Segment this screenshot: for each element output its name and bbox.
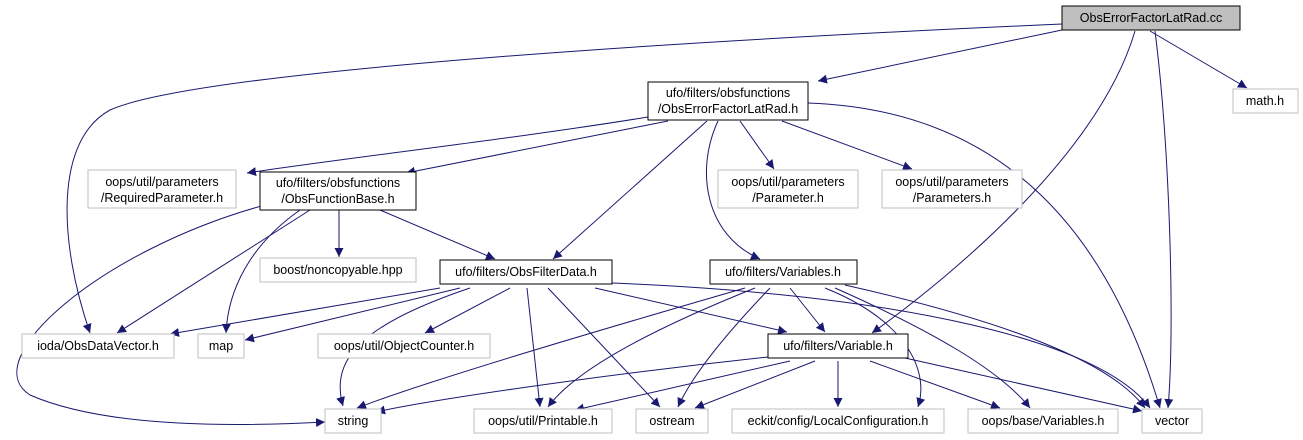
node-reqparam-line-2: /RequiredParameter.h [101,191,223,205]
node-root-line-1: ObsErrorFactorLatRad.cc [1080,11,1222,25]
node-math[interactable]: math.h [1232,88,1299,114]
file-nodes: ObsErrorFactorLatRad.cc ufo/filters/obsf… [21,5,1299,434]
node-string[interactable]: string [324,408,382,434]
edge-filterdata-to-vector [611,282,1151,409]
edge-filterdata-to-variable [594,287,788,335]
node-param[interactable]: oops/util/parameters /Parameter.h [717,169,859,209]
node-root[interactable]: ObsErrorFactorLatRad.cc [1061,5,1241,31]
edge-variable-to-basevars [869,360,1001,410]
node-vector-line-1: vector [1155,414,1189,428]
node-localconf[interactable]: eckit/config/LocalConfiguration.h [731,408,945,434]
edge-variables-to-ostream [677,287,771,408]
node-params[interactable]: oops/util/parameters /Parameters.h [881,169,1023,209]
edge-variables-to-vector [844,284,1146,409]
edge-variables-to-string [356,287,746,409]
edge-filterdata-to-printable [526,287,544,408]
node-variable[interactable]: ufo/filters/Variable.h [767,333,909,359]
node-ostream[interactable]: ostream [635,408,709,434]
node-params-line-1: oops/util/parameters [895,175,1008,189]
node-param-line-1: oops/util/parameters [731,175,844,189]
node-ostream-line-1: ostream [649,414,694,428]
node-noncopy[interactable]: boost/noncopyable.hpp [259,257,417,283]
node-string-line-1: string [338,414,369,428]
node-funcbase[interactable]: ufo/filters/obsfunctions /ObsFunctionBas… [259,171,417,211]
node-params-line-2: /Parameters.h [913,191,992,205]
node-variables-line-1: ufo/filters/Variables.h [725,265,841,279]
node-reqparam-line-1: oops/util/parameters [105,175,218,189]
edge-hdr-to-variables [706,120,761,260]
node-objcounter[interactable]: oops/util/ObjectCounter.h [317,333,491,359]
edge-variable-to-printable [574,360,791,413]
node-objcounter-line-1: oops/util/ObjectCounter.h [334,339,474,353]
edge-variable-to-string [375,356,769,415]
edge-root-to-hdr [817,29,1063,84]
node-map[interactable]: map [197,333,245,359]
node-funcbase-line-1: ufo/filters/obsfunctions [276,176,400,190]
edge-filterdata-to-iodavec [169,287,441,337]
node-hdr[interactable]: ufo/filters/obsfunctions /ObsErrorFactor… [647,81,809,121]
edge-funcbase-to-filterdata [379,209,496,260]
edge-variables-to-variable [789,287,826,333]
node-hdr-line-1: ufo/filters/obsfunctions [666,86,790,100]
node-variables[interactable]: ufo/filters/Variables.h [709,259,858,285]
edge-hdr-to-filterdata [552,120,708,260]
node-iodavec-line-1: ioda/ObsDataVector.h [37,339,159,353]
node-hdr-line-2: /ObsErrorFactorLatRad.h [658,102,798,116]
node-iodavec[interactable]: ioda/ObsDataVector.h [21,333,175,359]
node-map-line-1: map [209,339,233,353]
node-variable-line-1: ufo/filters/Variable.h [783,339,893,353]
edge-hdr-to-vector [807,102,1162,409]
edge-root-to-iodavec [66,23,1063,334]
edge-hdr-to-funcbase [405,120,669,176]
edge-filterdata-to-map [244,287,461,343]
edge-funcbase-to-string [16,204,326,427]
edge-filterdata-to-objcounter [424,287,511,334]
edge-hdr-to-params [781,120,913,171]
node-printable-line-1: oops/util/Printable.h [488,414,598,428]
node-basevars[interactable]: oops/base/Variables.h [967,408,1119,434]
edge-variables-to-basevars [834,287,1031,409]
node-noncopy-line-1: boost/noncopyable.hpp [273,263,402,277]
edge-root-to-vector [1154,30,1174,409]
node-vector[interactable]: vector [1141,408,1203,434]
node-filterdata[interactable]: ufo/filters/ObsFilterData.h [439,259,613,285]
node-localconf-line-1: eckit/config/LocalConfiguration.h [748,414,929,428]
edge-hdr-to-param [739,120,775,170]
edge-root-to-math [1149,30,1248,89]
node-math-line-1: math.h [1246,94,1284,108]
edge-root-to-variable [871,30,1136,334]
node-basevars-line-1: oops/base/Variables.h [982,414,1105,428]
edge-variable-to-ostream [694,360,816,409]
node-funcbase-line-2: /ObsFunctionBase.h [281,192,394,206]
node-param-line-2: /Parameter.h [752,191,824,205]
edge-variables-to-printable [547,287,756,408]
edge-filterdata-to-ostream [547,287,661,408]
node-reqparam[interactable]: oops/util/parameters /RequiredParameter.… [87,169,237,209]
dependency-edges [16,23,1248,427]
node-filterdata-line-1: ufo/filters/ObsFilterData.h [455,265,597,279]
edge-variable-to-vector [904,357,1143,414]
edge-hdr-to-reqparam [246,116,649,177]
edge-funcbase-to-map [221,209,301,334]
node-printable[interactable]: oops/util/Printable.h [473,408,613,434]
edge-funcbase-to-iodavec [116,209,311,334]
